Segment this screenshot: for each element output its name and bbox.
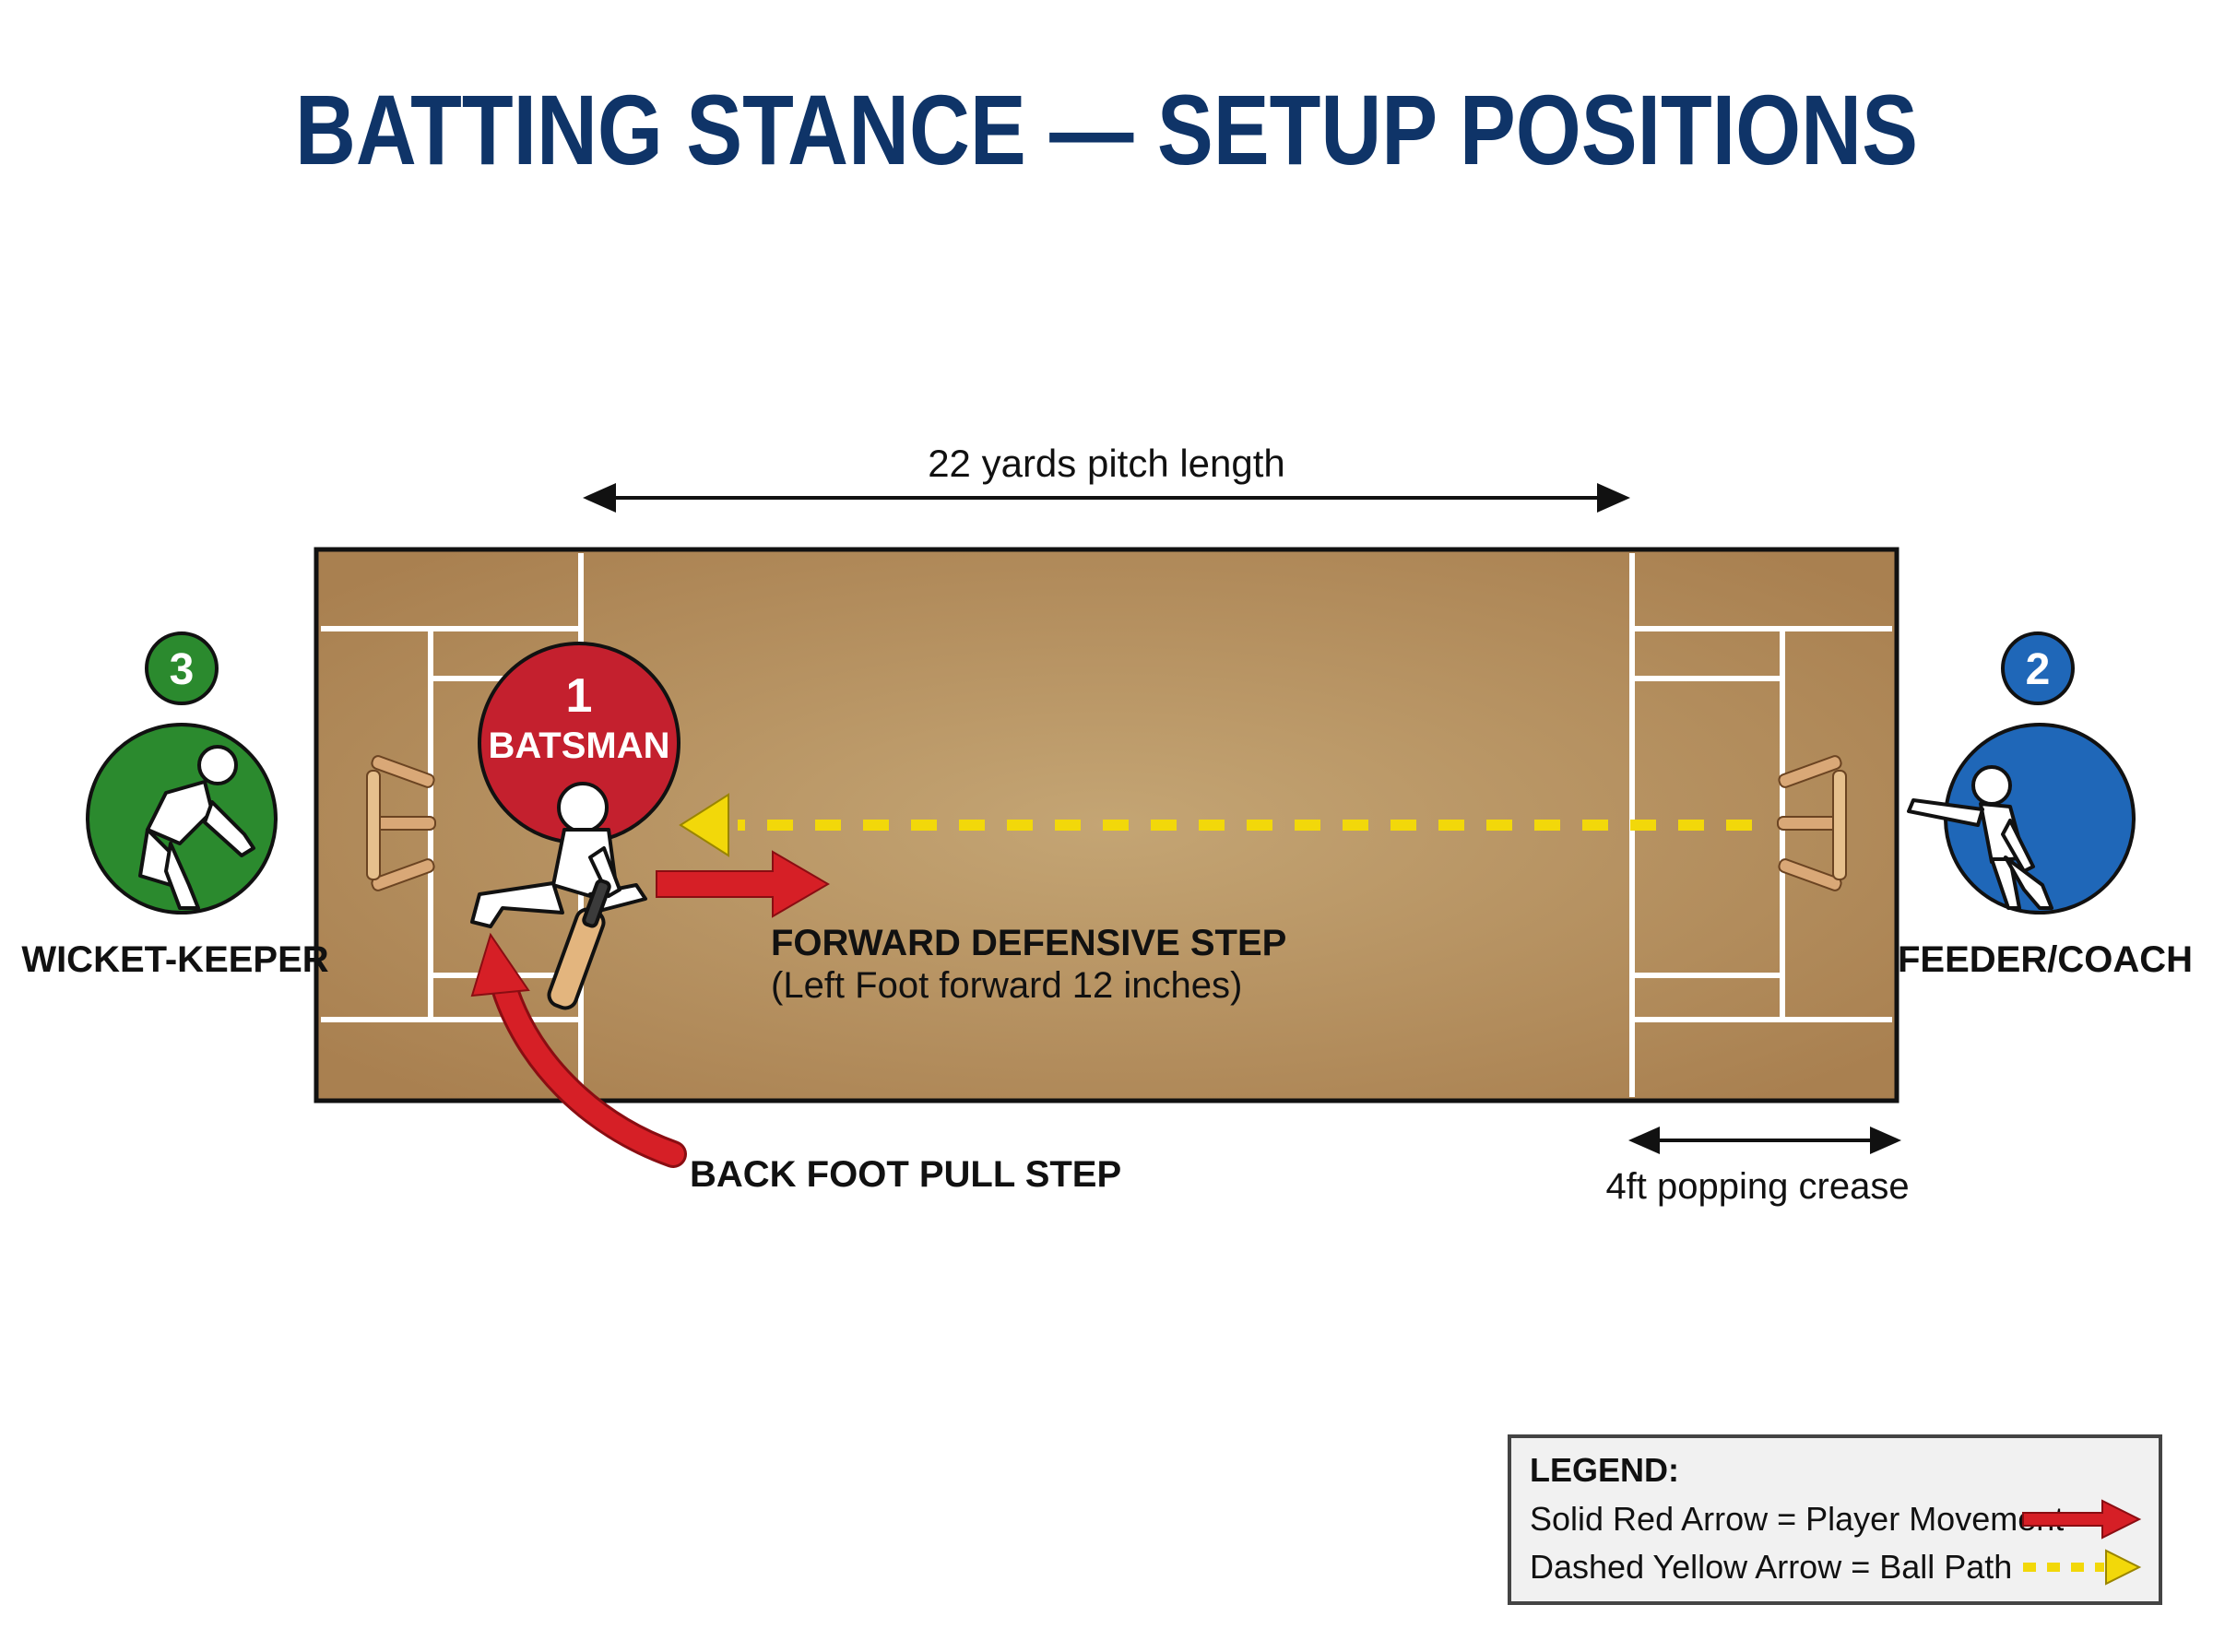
feeder-coach-label: FEEDER/COACH xyxy=(1898,939,2193,980)
popping-crease-label: 4ft popping crease xyxy=(1605,1166,1909,1207)
left-stumps-icon xyxy=(366,755,436,891)
forward-step-detail: (Left Foot forward 12 inches) xyxy=(771,965,1242,1006)
right-stumps-icon xyxy=(1777,755,1847,891)
solid-red-arrow-icon xyxy=(2022,1499,2142,1540)
feeder-coach-figure-icon xyxy=(1907,765,2053,910)
batsman-marker: 1 BATSMAN xyxy=(478,642,680,844)
keeper-number: 3 xyxy=(170,645,195,694)
feeder-coach-marker: 2 xyxy=(1944,631,2136,914)
legend-item-movement: Solid Red Arrow = Player Movement xyxy=(1530,1500,2064,1538)
back-foot-label: BACK FOOT PULL STEP xyxy=(690,1154,1121,1195)
dashed-yellow-arrow-icon xyxy=(2023,1549,2142,1586)
forward-step-title: FORWARD DEFENSIVE STEP xyxy=(771,923,1286,963)
page-title: BATTING STANCE — SETUP POSITIONS xyxy=(295,74,1918,185)
legend-box: LEGEND: Solid Red Arrow = Player Movemen… xyxy=(1508,1434,2162,1605)
back-foot-arrow xyxy=(470,932,687,1168)
batsman-number: 1 xyxy=(566,669,593,723)
batsman-label: BATSMAN xyxy=(488,726,669,766)
pitch-length-label: 22 yards pitch length xyxy=(928,442,1285,485)
pitch-length-measure: 22 yards pitch length xyxy=(583,442,1630,513)
ball-path-arrow xyxy=(679,793,1752,857)
legend-title: LEGEND: xyxy=(1530,1451,1679,1489)
forward-step-arrow xyxy=(656,850,830,918)
popping-crease-measure: 4ft popping crease xyxy=(1605,1127,1910,1207)
wicket-keeper-label: WICKET-KEEPER xyxy=(21,939,328,980)
coach-number: 2 xyxy=(2026,645,2051,694)
legend-item-ball-path: Dashed Yellow Arrow = Ball Path xyxy=(1530,1548,2012,1586)
batsman-figure-icon xyxy=(470,782,647,1010)
wicket-keeper-figure-icon xyxy=(138,745,255,910)
